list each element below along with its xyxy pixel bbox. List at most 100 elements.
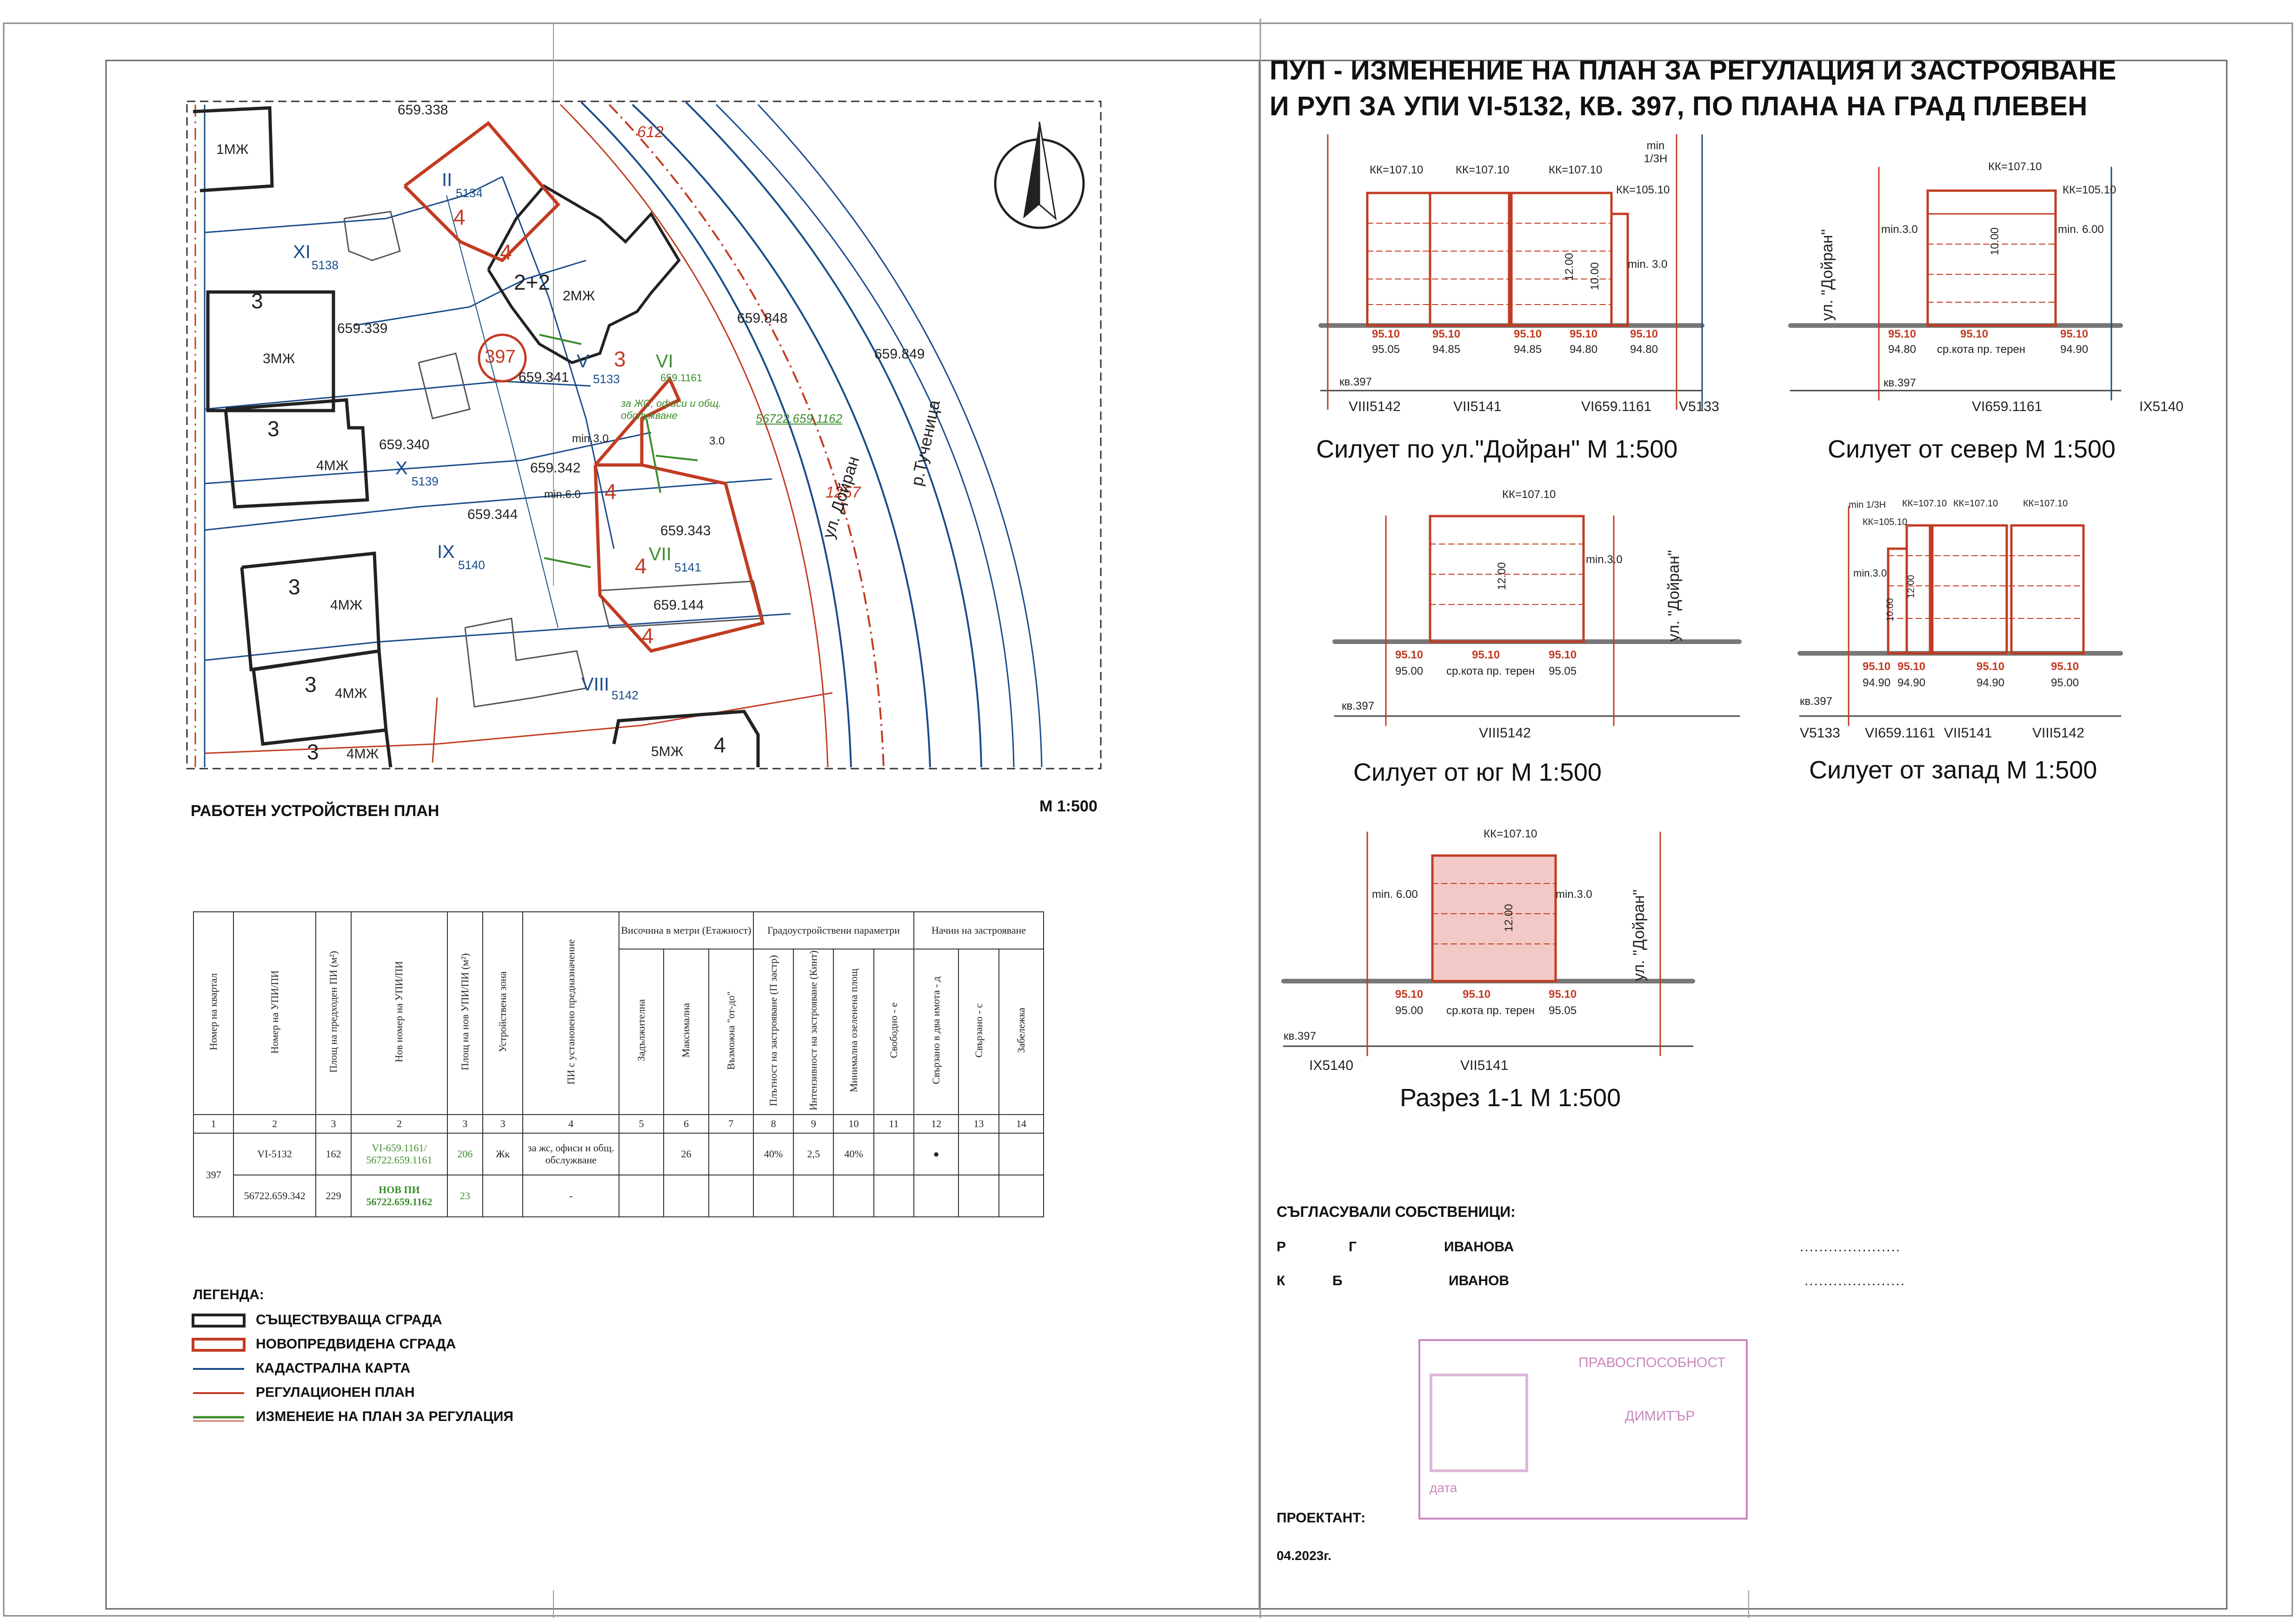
hdr-height: Височина в метри (Етажност)	[618, 911, 754, 949]
s5-upi-2: VII5141	[1460, 1058, 1509, 1073]
owners-title: СЪГЛАСУВАЛИ СОБСТВЕНИЦИ:	[1277, 1203, 1516, 1220]
s5-kv: кв.397	[1284, 1030, 1316, 1042]
s1-top-1: 95.10	[1372, 328, 1400, 340]
num-cell: 4	[522, 1114, 619, 1134]
row1-max: 26	[663, 1133, 709, 1176]
row1-connected-dot: ●	[913, 1133, 959, 1176]
upi-5142: 5142	[612, 688, 639, 702]
upi-5141: 5141	[674, 560, 701, 574]
owner2-surname: ИВАНОВ	[1449, 1273, 1510, 1288]
num-cell: 7	[708, 1114, 754, 1134]
s2-upi-2: IX5140	[2139, 399, 2184, 414]
s2-min6: min. 6.00	[2058, 223, 2104, 236]
col-free: Свободно - е	[887, 1003, 899, 1058]
col-new-area: Площ на нов УПИ/ПИ (м²)	[459, 953, 471, 1070]
num-cell: 2	[233, 1114, 316, 1134]
elevation-south	[1332, 515, 1742, 726]
num-cell: 3	[482, 1114, 524, 1134]
parcel-659-849: 659.849	[874, 346, 925, 362]
row1-density: 40%	[752, 1133, 794, 1176]
parcel-659-342: 659.342	[530, 460, 581, 476]
upi-5133: 5133	[593, 372, 620, 386]
s1-kk-2: КК=107.10	[1456, 164, 1510, 176]
num-cell: 10	[833, 1114, 874, 1134]
s2-street: ул. "Дойран"	[1818, 229, 1836, 321]
row1-purpose: за жс, офиси и общ. обслужване	[522, 1133, 619, 1176]
designer-stamp: ПРАВОСПОСОБНОСТ ДИМИТЪР дата	[1418, 1339, 1748, 1520]
s3-top-2: 95.10	[1472, 649, 1500, 661]
section-drawings	[1281, 134, 2123, 1056]
num-cell: 11	[873, 1114, 915, 1134]
owner1-surname: ИВАНОВА	[1444, 1239, 1514, 1255]
map-label-mzh3: 3МЖ	[263, 351, 295, 366]
floors-4: 4	[714, 733, 726, 757]
caption-cross-section: Разрез 1-1 М 1:500	[1400, 1084, 1621, 1112]
row2-newarea: 23	[446, 1175, 484, 1218]
s1-upi-4: V5133	[1679, 399, 1719, 414]
legend-change: ИЗМЕНЕИЕ НА ПЛАН ЗА РЕГУЛАЦИЯ	[256, 1409, 513, 1424]
s2-bot-2: 94.90	[2060, 343, 2089, 356]
s1-bot-1: 95.05	[1372, 343, 1400, 356]
s4-min-third: min 1/3Н	[1849, 500, 1886, 510]
s4-kk-3: КК=107.10	[2023, 498, 2068, 509]
owner2-middle: Б	[1332, 1273, 1343, 1288]
s2-top-2: 95.10	[1960, 328, 1989, 340]
s2-kv: кв.397	[1883, 377, 1916, 389]
parameters-table: Номер на квартал Номер на УПИ/ПИ Площ на…	[193, 911, 1045, 1218]
s3-bot-1: 95.00	[1395, 665, 1424, 677]
site-plan-map	[186, 100, 1102, 770]
floors-4a: 4	[453, 205, 466, 229]
s1-kv: кв.397	[1339, 376, 1372, 388]
caption-elevation-west: Силует от запад М 1:500	[1809, 756, 2097, 784]
s4-upi-4: VIII5142	[2032, 725, 2084, 741]
num-cell: 12	[913, 1114, 959, 1134]
s1-top-2: 95.10	[1432, 328, 1461, 340]
row1-zone: Жк	[482, 1133, 524, 1176]
row2-area: 229	[315, 1175, 352, 1218]
s1-top-3: 95.10	[1514, 328, 1542, 340]
s2-top-1: 95.10	[1888, 328, 1917, 340]
parcel-659-340: 659.340	[379, 437, 430, 452]
s5-street: ул. "Дойран"	[1630, 889, 1648, 981]
floors-3a: 3	[251, 289, 263, 313]
hdr-params: Градоустройствени параметри	[752, 911, 915, 949]
s5-min6: min. 6.00	[1372, 888, 1418, 901]
s1-min-third: min 1/3Н	[1644, 139, 1668, 165]
s5-upi-1: IX5140	[1309, 1058, 1354, 1073]
north-arrow-icon	[994, 121, 1085, 229]
row2-upi: 56722.659.342	[233, 1175, 316, 1218]
s3-height: 12.00	[1496, 562, 1509, 591]
owner1-initial: Р	[1277, 1239, 1286, 1255]
floors-3e: 3	[307, 740, 319, 764]
s5-top-1: 95.10	[1395, 988, 1424, 1001]
owner1-signature-line: .....................	[1800, 1239, 1901, 1255]
s1-upi-3: VI659.1161	[1581, 399, 1652, 414]
row1-green: 40%	[833, 1133, 874, 1176]
s4-height-10: 10.00	[1885, 598, 1896, 622]
s4-kk-1: КК=107.10	[1902, 498, 1947, 509]
map-label-mzh2: 2МЖ	[563, 288, 595, 304]
num-cell: 2	[351, 1114, 448, 1134]
owner2-signature-line: .....................	[1804, 1273, 1906, 1288]
num-cell: 8	[752, 1114, 794, 1134]
upi-v: V	[577, 351, 589, 372]
row1-newarea: 206	[446, 1133, 484, 1176]
legend-regulation: РЕГУЛАЦИОНЕН ПЛАН	[256, 1385, 415, 1400]
parcel-659-848: 659.848	[737, 311, 788, 326]
num-cell: 14	[998, 1114, 1045, 1134]
col-green: Минимална озеленена площ	[847, 968, 859, 1093]
col-connected-two: Свързано в два имота - д	[930, 976, 942, 1084]
map-label-mzh4a: 4МЖ	[316, 458, 349, 473]
s2-height: 10.00	[1989, 227, 2002, 256]
purpose-note: за ЖС, офиси и общ. обслужване	[621, 398, 722, 421]
s4-top-1: 95.10	[1863, 660, 1891, 673]
s5-top-3: 95.10	[1549, 988, 1577, 1001]
num-cell: 3	[446, 1114, 484, 1134]
s1-height-12: 12.00	[1563, 252, 1576, 281]
s1-kk-4: КК=105.10	[1616, 184, 1670, 196]
s4-upi-1: V5133	[1800, 725, 1840, 741]
s4-height-12: 12.00	[1906, 575, 1917, 598]
s2-kk-2: КК=105.10	[2063, 184, 2116, 196]
s4-bot-3: 94.90	[1977, 677, 2005, 689]
